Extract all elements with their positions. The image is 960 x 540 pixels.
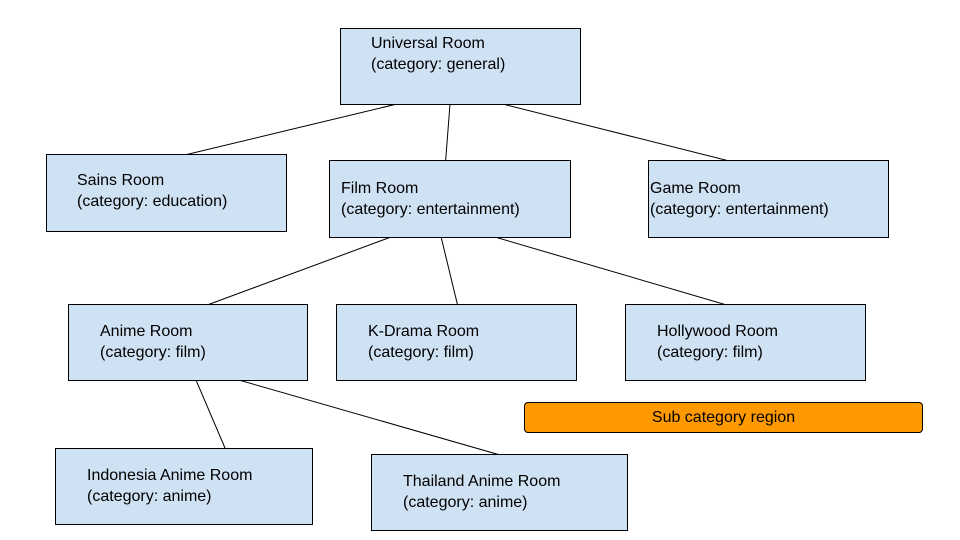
node-anime-room: Anime Room (category: film) [68,304,308,381]
node-thailand-anime-room: Thailand Anime Room (category: anime) [371,454,628,531]
node-title: Hollywood Room [657,323,778,340]
node-universal-room: Universal Room (category: general) [340,28,581,105]
node-title: Universal Room [371,35,485,52]
node-category: (category: anime) [403,494,528,511]
node-title: Anime Room [100,323,193,340]
node-game-room: Game Room (category: entertainment) [648,160,889,238]
node-category: (category: film) [368,344,474,361]
node-title: Thailand Anime Room [403,473,561,490]
node-category: (category: anime) [87,488,212,505]
node-category: (category: general) [371,56,506,73]
node-category: (category: entertainment) [341,201,520,218]
node-indonesia-anime-room: Indonesia Anime Room (category: anime) [55,448,313,525]
node-title: Indonesia Anime Room [87,467,253,484]
node-hollywood-room: Hollywood Room (category: film) [625,304,866,381]
node-category: (category: film) [657,344,763,361]
node-category: (category: film) [100,344,206,361]
node-title: Game Room [650,180,741,197]
node-title: Sains Room [77,172,165,189]
sub-category-region-legend: Sub category region [524,402,923,433]
node-film-room: Film Room (category: entertainment) [329,160,571,238]
node-title: K-Drama Room [368,323,480,340]
node-category: (category: education) [77,193,228,210]
node-kdrama-room: K-Drama Room (category: film) [336,304,577,381]
node-title: Film Room [341,180,419,197]
node-sains-room: Sains Room (category: education) [46,154,287,232]
node-category: (category: entertainment) [650,201,829,218]
